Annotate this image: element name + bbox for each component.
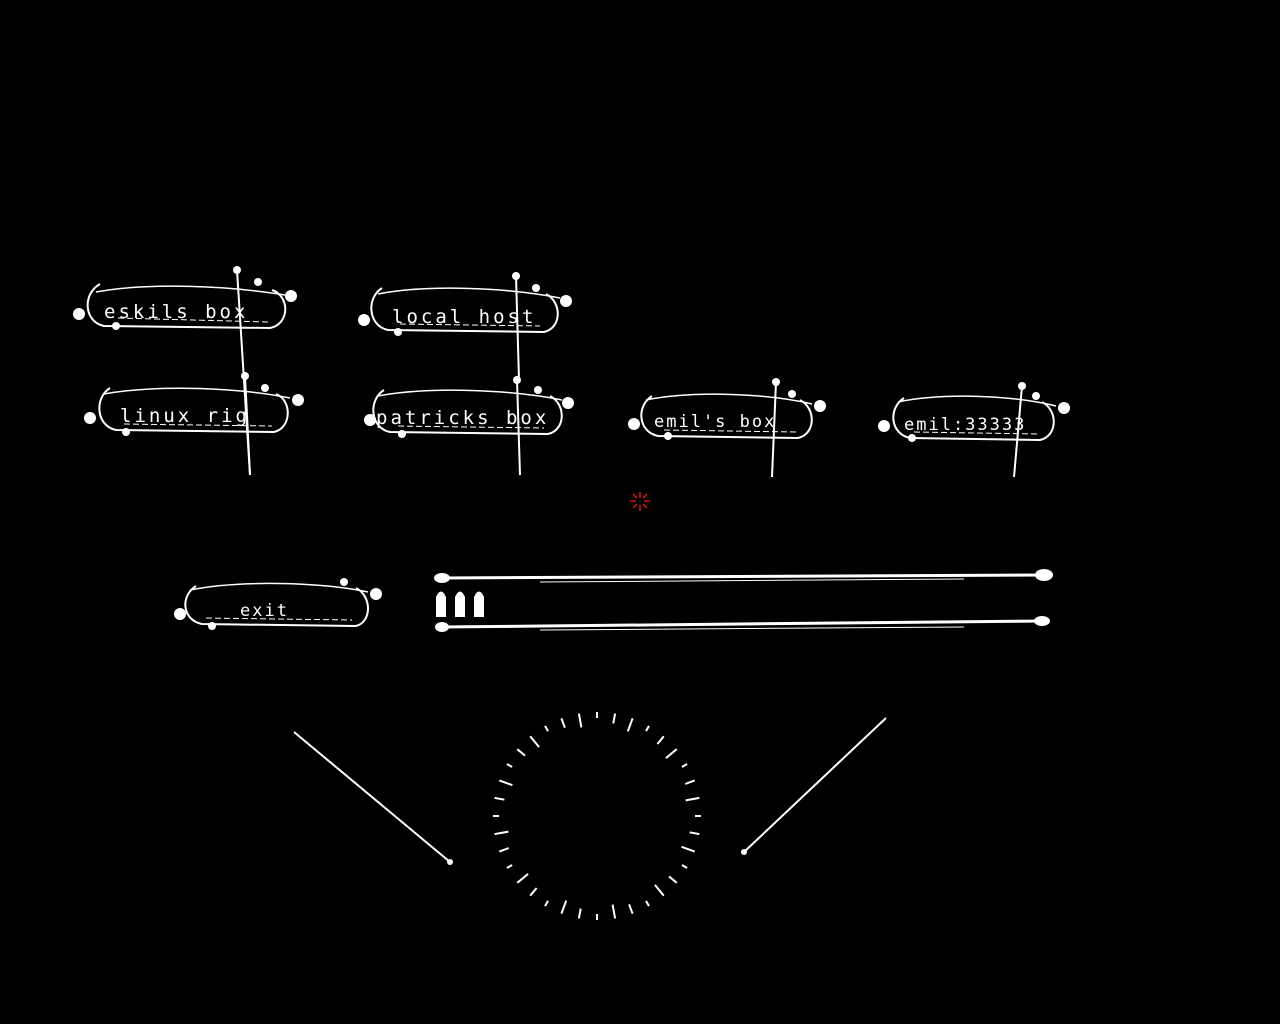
server-button-emils-box[interactable]: emil's box (628, 378, 826, 478)
progress-segment (474, 591, 484, 617)
ring-tick (665, 748, 678, 759)
server-button-eskils-box[interactable]: eskils box (73, 266, 297, 476)
ring-tick (494, 830, 509, 836)
server-button-linux-rig[interactable]: linux rig (84, 372, 304, 476)
ring-tick (681, 845, 696, 853)
ring-tick (516, 748, 526, 757)
server-button-patricks-box[interactable]: patricks box (364, 376, 574, 476)
server-label: emil:33333 (904, 415, 1026, 435)
ring-tick (628, 903, 634, 915)
ring-tick (560, 900, 568, 915)
progress-bar (434, 569, 1053, 632)
server-label: local host (392, 306, 536, 328)
server-label: eskils box (104, 301, 248, 323)
ring-tick (506, 763, 513, 768)
ring-tick (506, 864, 513, 869)
loading-ring-ticks (493, 712, 701, 920)
server-label: linux rig (120, 405, 250, 427)
ring-tick (612, 713, 617, 724)
ring-tick (577, 908, 582, 919)
ring-tick (498, 779, 513, 787)
ring-tick (544, 900, 549, 907)
exit-label: exit (240, 601, 289, 621)
ring-tick (645, 725, 650, 732)
exit-button[interactable]: exit (174, 578, 382, 630)
progress-segment (436, 591, 446, 617)
loading-ring (293, 712, 887, 920)
cursor-star-icon (630, 492, 650, 511)
ring-tick (560, 717, 566, 729)
ring-tick (516, 873, 529, 884)
ring-tick (654, 884, 665, 897)
ring-tick (684, 779, 696, 785)
ring-tick (544, 725, 549, 732)
ring-tick (529, 735, 540, 748)
server-label: patricks box (376, 407, 549, 429)
ring-tick (529, 887, 538, 897)
server-button-local-host[interactable]: local host (358, 272, 572, 381)
server-label: emil's box (654, 412, 776, 432)
ring-tick (611, 904, 617, 919)
progress-segment (455, 591, 465, 617)
ring-tick (681, 864, 688, 869)
progress-fill (436, 591, 484, 617)
ring-tick (689, 831, 700, 836)
server-button-emil-33333[interactable]: emil:33333 (878, 382, 1070, 478)
ring-tick (645, 900, 650, 907)
ring-tick (685, 796, 700, 802)
ring-tick (668, 875, 678, 884)
ring-tick (626, 717, 634, 732)
ring-tick (656, 735, 665, 745)
ring-tick (577, 713, 583, 728)
ring-tick (494, 796, 505, 801)
ring-tick (498, 847, 510, 853)
ring-tick (681, 763, 688, 768)
